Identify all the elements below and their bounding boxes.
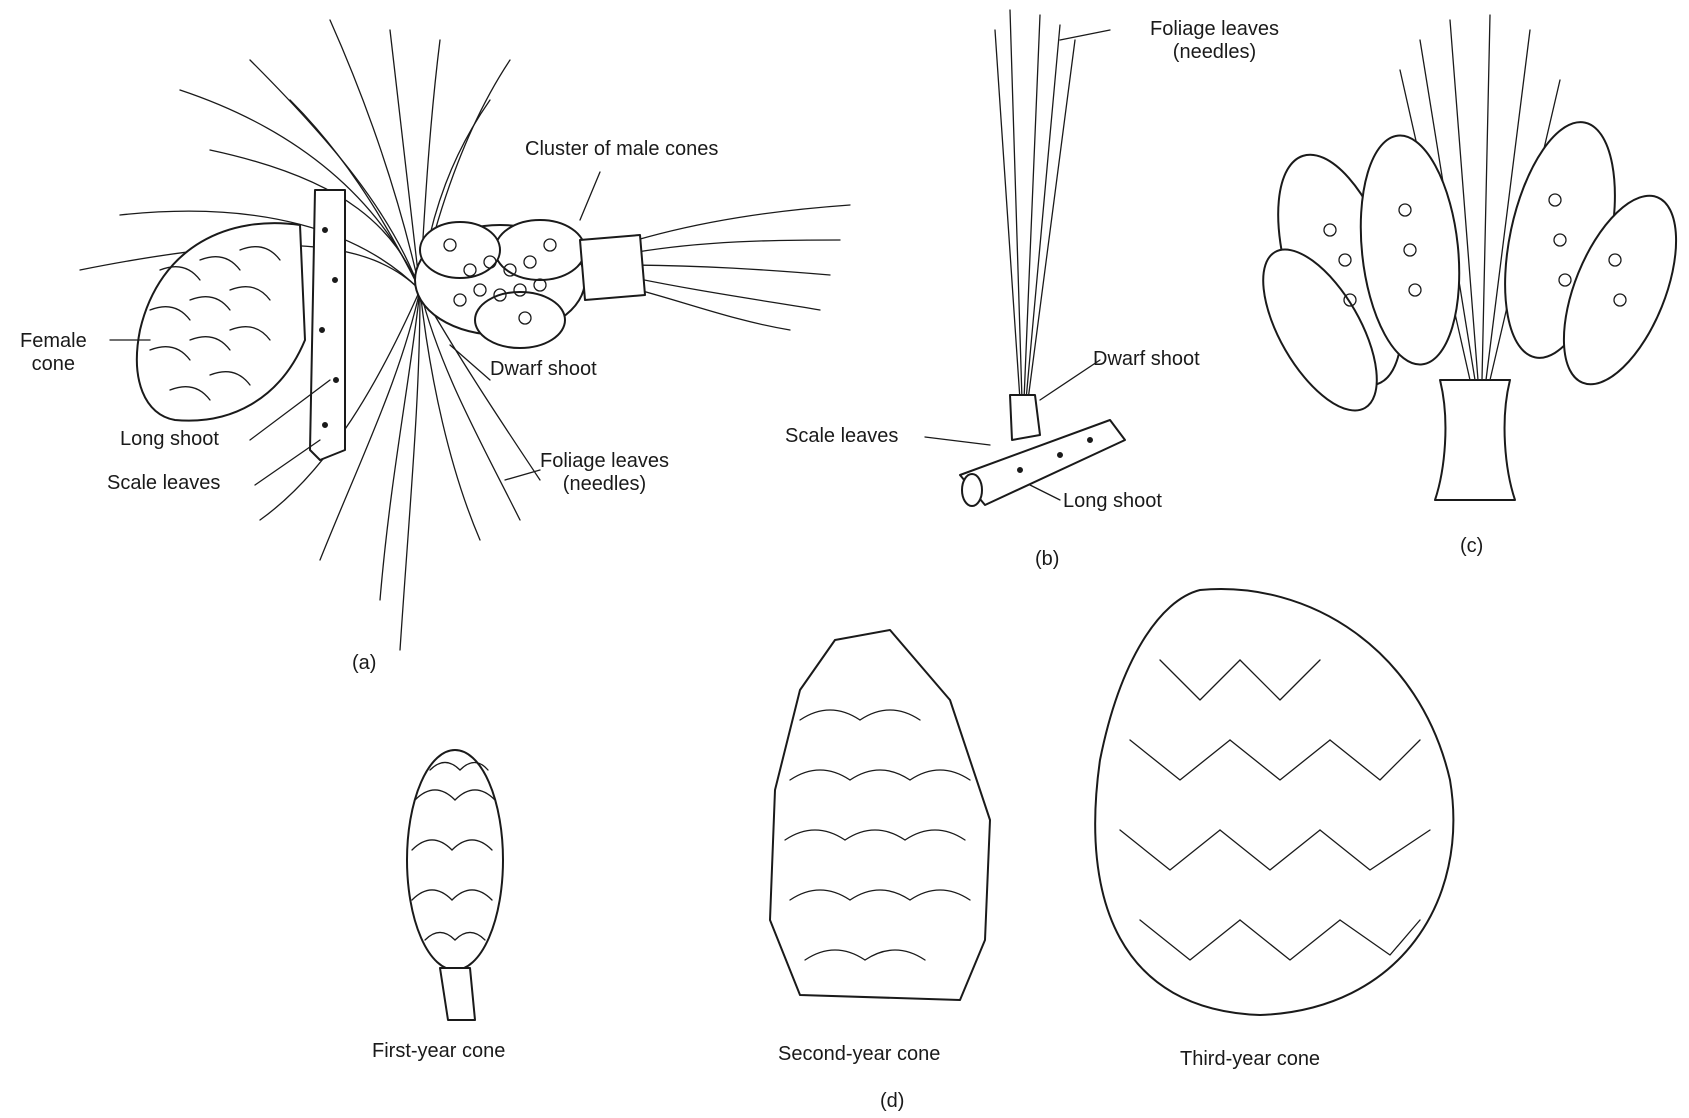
panel-b-needles — [995, 10, 1075, 400]
first-year-cone-drawing — [407, 750, 503, 1020]
label-first-year-cone: First-year cone — [372, 1040, 505, 1063]
panel-c-stem — [1435, 380, 1515, 500]
label-a-scale-leaves: Scale leaves — [107, 472, 220, 495]
label-a-long-shoot: Long shoot — [120, 428, 219, 451]
panel-c-drawing — [1240, 15, 1689, 500]
caption-a: (a) — [352, 652, 376, 675]
panel-b-drawing — [925, 10, 1125, 506]
label-third-year-cone: Third-year cone — [1180, 1048, 1320, 1071]
panel-b-dwarf-shoot — [1010, 395, 1040, 440]
label-b-foliage-leaves: Foliage leaves (needles) — [1150, 18, 1279, 64]
label-a-dwarf-shoot: Dwarf shoot — [490, 358, 597, 381]
label-b-long-shoot: Long shoot — [1063, 490, 1162, 513]
caption-c: (c) — [1460, 535, 1483, 558]
panel-d-drawing — [407, 589, 1453, 1020]
label-b-dwarf-shoot: Dwarf shoot — [1093, 348, 1200, 371]
label-cluster-male-cones: Cluster of male cones — [525, 138, 718, 161]
label-female-cone: Female cone — [20, 330, 87, 376]
panel-a-drawing — [80, 20, 850, 650]
label-b-scale-leaves: Scale leaves — [785, 425, 898, 448]
caption-b: (b) — [1035, 548, 1059, 571]
second-year-cone-drawing — [770, 630, 990, 1000]
panel-a-male-cones — [415, 220, 645, 348]
panel-a-female-cone — [137, 223, 305, 420]
third-year-cone-drawing — [1095, 589, 1453, 1015]
panel-a-long-shoot — [310, 190, 345, 460]
label-second-year-cone: Second-year cone — [778, 1043, 940, 1066]
caption-d: (d) — [880, 1090, 904, 1113]
label-a-foliage-leaves: Foliage leaves (needles) — [540, 450, 669, 496]
